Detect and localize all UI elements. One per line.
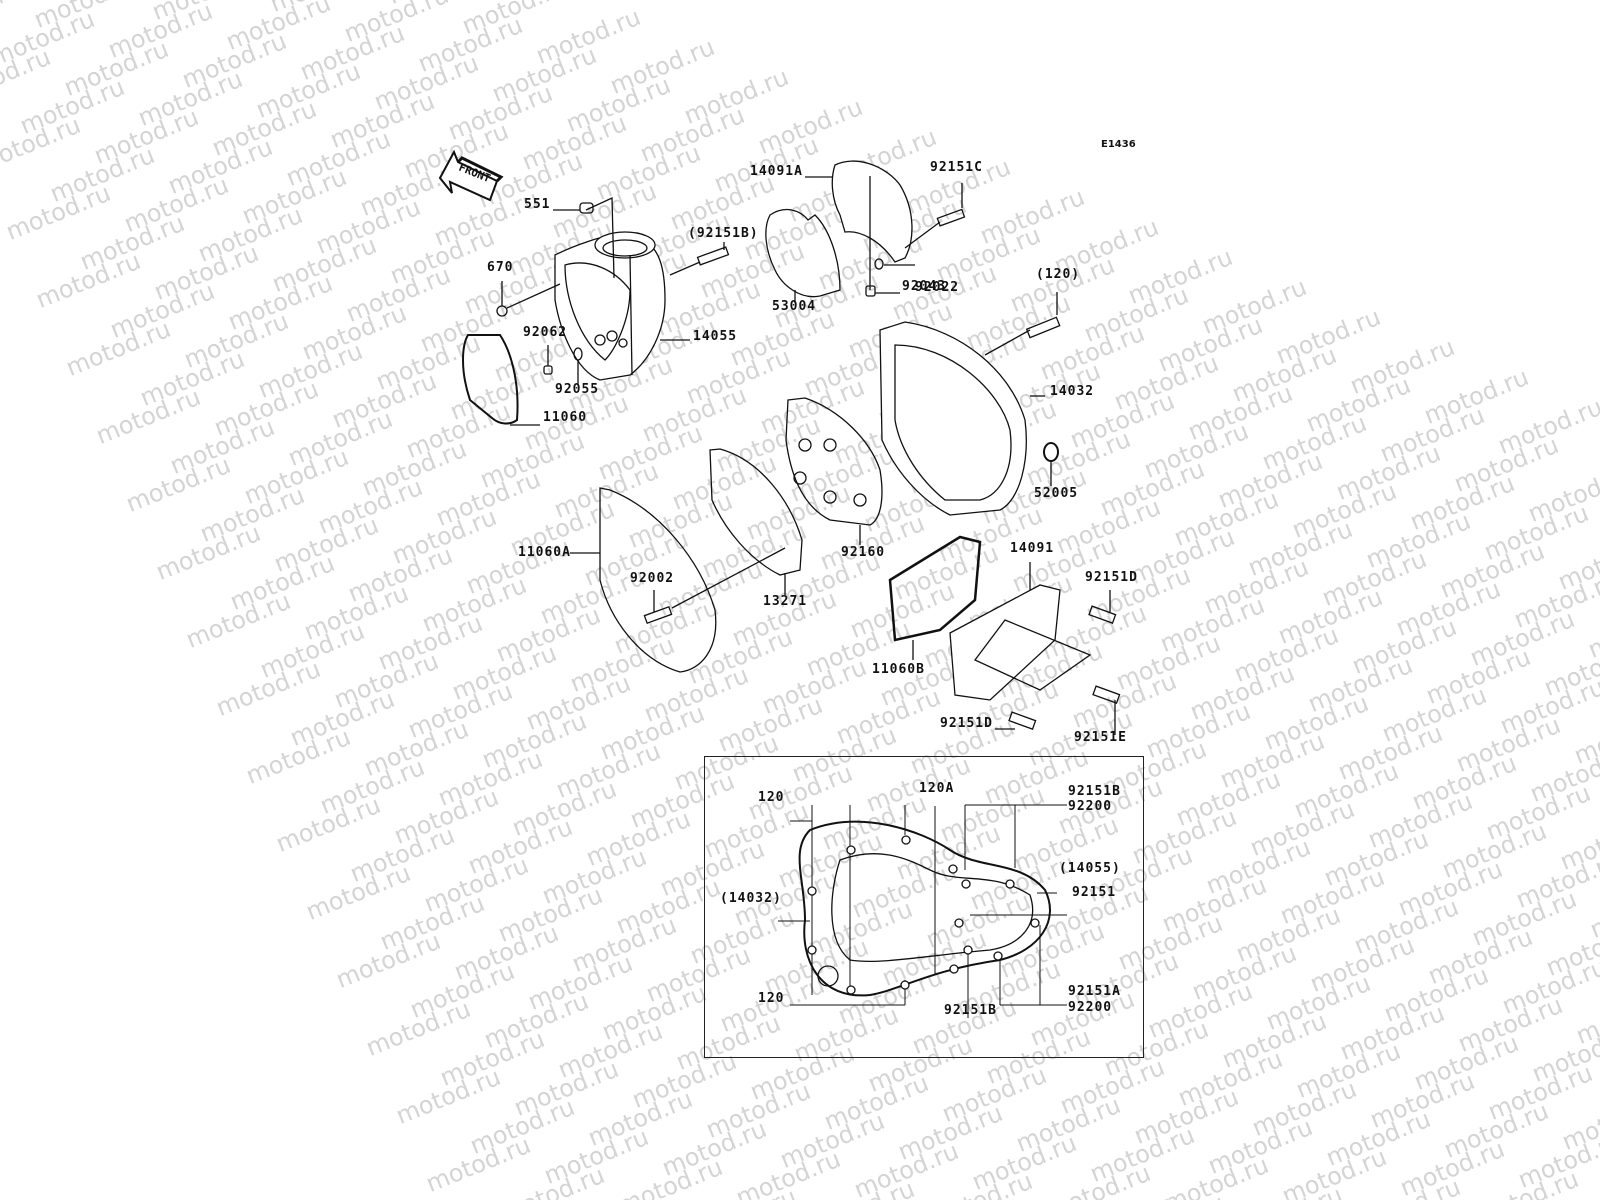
part-52005-seal: [1043, 442, 1059, 462]
part-label-92151b-paren: (92151B): [688, 226, 759, 241]
part-label-14055: 14055: [693, 329, 738, 344]
part-92160-plate: [785, 397, 883, 526]
part-14091-cover: [949, 584, 1092, 701]
part-label-92151e: 92151E: [1074, 730, 1127, 745]
part-14032-cover: [879, 321, 1027, 516]
part-label-120-paren: (120): [1036, 267, 1081, 282]
part-label-11060: 11060: [543, 410, 588, 425]
part-92151D-bolt-top: [1088, 605, 1117, 624]
part-92002-bolt: [643, 605, 673, 625]
diagram-code: E1436: [1101, 139, 1136, 150]
part-14091A-cover: [805, 160, 913, 290]
part-53004-plate: [765, 208, 841, 298]
part-11060A-gasket: [599, 487, 717, 673]
part-label-inset-92151b-bottom: 92151B: [944, 1003, 997, 1018]
part-label-14091a: 14091A: [750, 164, 803, 179]
front-arrow-icon: FRONT: [438, 149, 504, 202]
part-label-551: 551: [524, 197, 551, 212]
part-label-14091: 14091: [1010, 541, 1055, 556]
part-label-11060b: 11060B: [872, 662, 925, 677]
part-92151B-bolt: [669, 242, 730, 276]
part-label-92043: 92043: [902, 279, 947, 294]
part-14055-housing: [554, 231, 666, 381]
part-92022-washer: [874, 258, 884, 270]
part-label-inset-14032: (14032): [720, 891, 782, 906]
part-label-inset-92151b-top: 92151B: [1068, 784, 1121, 799]
part-label-92002: 92002: [630, 571, 675, 586]
part-label-92062: 92062: [523, 325, 568, 340]
part-92043-collar: [865, 285, 876, 297]
part-label-670: 670: [487, 260, 514, 275]
part-label-92022: 92022: [915, 280, 960, 295]
part-label-52005: 52005: [1034, 486, 1079, 501]
part-13271-plate: [709, 448, 803, 576]
part-label-inset-120-bottom: 120: [758, 991, 785, 1006]
part-label-92160: 92160: [841, 545, 886, 560]
part-label-14032: 14032: [1050, 384, 1095, 399]
part-92151C-bolt: [936, 208, 966, 227]
part-92151D-bolt-bottom: [1008, 711, 1037, 730]
inset-bolt-layout: [704, 756, 1144, 1058]
part-11060B-gasket: [888, 535, 982, 642]
part-label-92151d-top: 92151D: [1085, 570, 1138, 585]
part-92062-pin: [543, 365, 553, 375]
part-label-92151c: 92151C: [930, 160, 983, 175]
part-92151E-bolt: [1092, 685, 1121, 704]
part-label-inset-92200-top: 92200: [1068, 799, 1113, 814]
part-label-inset-14055: (14055): [1059, 861, 1121, 876]
part-670-oring: [496, 305, 508, 317]
part-label-53004: 53004: [772, 299, 817, 314]
part-label-11060a: 11060A: [518, 545, 571, 560]
part-label-inset-92151a: 92151A: [1068, 984, 1121, 999]
part-label-inset-92151: 92151: [1072, 885, 1117, 900]
part-label-inset-120-top: 120: [758, 790, 785, 805]
part-11060-gasket: [462, 334, 519, 425]
part-label-92055: 92055: [555, 382, 600, 397]
part-120-bolt: [1025, 316, 1061, 339]
part-label-inset-120a: 120A: [919, 781, 955, 796]
part-label-92151d-bottom: 92151D: [940, 716, 993, 731]
part-label-13271: 13271: [763, 594, 808, 609]
part-label-inset-92200-bottom: 92200: [1068, 1000, 1113, 1015]
part-551-dowel: [553, 196, 615, 279]
inset-cover-outline: [798, 820, 1051, 997]
